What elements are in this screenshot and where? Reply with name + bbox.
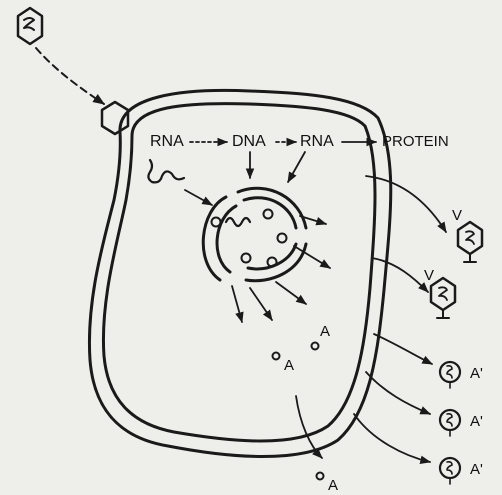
- released-particle-1-icon: A': [440, 362, 483, 388]
- particle-label-3: A': [470, 461, 483, 478]
- particle-label-2: A': [470, 413, 483, 430]
- nucleus: [203, 188, 306, 281]
- released-particle-bottom: A: [317, 473, 339, 495]
- nuclear-export-arrows: [232, 216, 330, 322]
- rna-to-nucleus-arrow: [185, 190, 212, 205]
- particle-label-1: A': [470, 365, 483, 382]
- internal-particles: A A: [273, 323, 331, 374]
- entry-arrow: [36, 48, 104, 104]
- pathway-protein: PROTEIN: [382, 133, 449, 150]
- particle-a-label-3: A: [328, 477, 338, 494]
- released-particle-3-icon: A': [440, 458, 483, 484]
- pathway-rna-2: RNA: [300, 133, 334, 150]
- released-virion-1-icon: V: [452, 207, 482, 262]
- pathway-rna-1: RNA: [150, 133, 184, 150]
- particle-a-label-1: A: [284, 357, 294, 374]
- rna-down-arrow: [288, 152, 305, 182]
- pathway-labels: RNA DNA RNA PROTEIN: [150, 133, 449, 150]
- released-particle-2-icon: A': [440, 410, 483, 436]
- integrated-dna-wavy: [226, 218, 250, 226]
- particle-a-label-2: A: [320, 323, 330, 340]
- virion-label-2: V: [424, 267, 434, 284]
- budding-arrows: [296, 176, 446, 462]
- incoming-virion-icon: [18, 8, 42, 44]
- pathway-dna: DNA: [232, 133, 266, 150]
- viral-rna-wavy: [148, 160, 184, 182]
- virion-label-1: V: [452, 207, 462, 224]
